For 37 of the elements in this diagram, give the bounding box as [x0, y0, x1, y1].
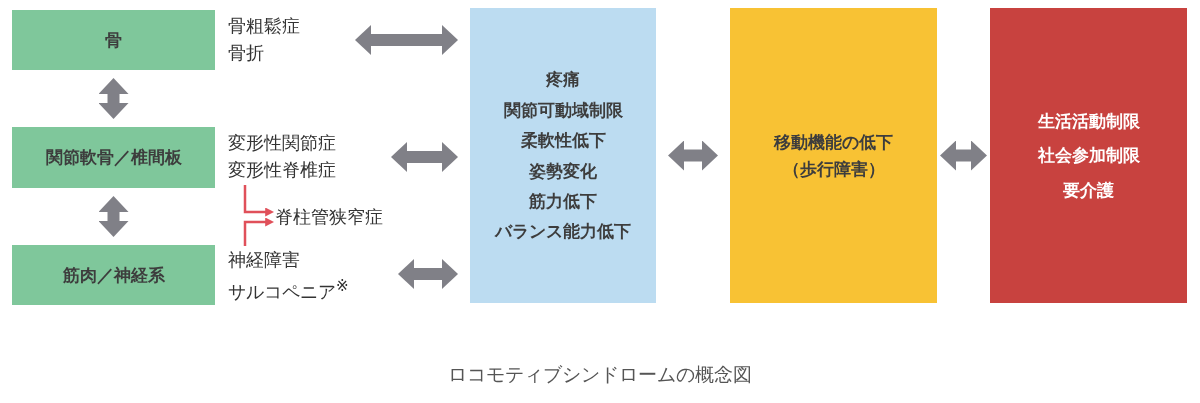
box-text: バランス能力低下: [495, 221, 631, 242]
condition-text: 骨粗鬆症: [228, 14, 300, 38]
process-box: [12, 127, 215, 188]
condition-text: 脊柱管狭窄症: [275, 205, 383, 229]
box-text: 姿勢変化: [529, 160, 597, 181]
process-box: [730, 8, 937, 303]
double-arrow: [98, 78, 129, 119]
box-text: 社会参加制限: [1037, 145, 1140, 166]
condition-text: 骨折: [228, 41, 264, 65]
caption: ロコモティブシンドロームの概念図: [448, 363, 752, 385]
elbow-arrow: [243, 217, 275, 246]
box-text: 生活活動制限: [1037, 110, 1140, 132]
process-box: [470, 8, 656, 303]
condition-text: 変形性関節症: [228, 131, 336, 155]
box-text: 疼痛: [546, 69, 580, 90]
double-arrow: [940, 140, 987, 171]
double-arrow: [355, 25, 458, 55]
condition-text: 変形性脊椎症: [228, 158, 336, 182]
box-text: 移動機能の低下: [774, 132, 893, 153]
box-text: 柔軟性低下: [520, 130, 606, 151]
double-arrow: [398, 259, 458, 289]
condition-text: サルコペニア$^{※}$: [228, 276, 349, 304]
double-arrow: [98, 196, 129, 237]
box-text: 筋力低下: [529, 190, 597, 212]
box-text: 関節軟骨／椎間板: [45, 147, 182, 168]
box-text: 関節可動域制限: [503, 99, 623, 121]
process-box: [12, 245, 215, 305]
double-arrow: [391, 142, 458, 172]
process-box: [12, 10, 215, 70]
double-arrow: [668, 140, 718, 171]
box-text: 筋肉／神経系: [62, 264, 165, 286]
box-text: 要介護: [1063, 179, 1114, 201]
box-text: （歩行障害）: [782, 158, 885, 179]
condition-text: 神経障害: [228, 248, 300, 272]
process-box: [990, 8, 1187, 303]
elbow-arrow: [243, 185, 275, 217]
box-text: 骨: [105, 29, 122, 51]
